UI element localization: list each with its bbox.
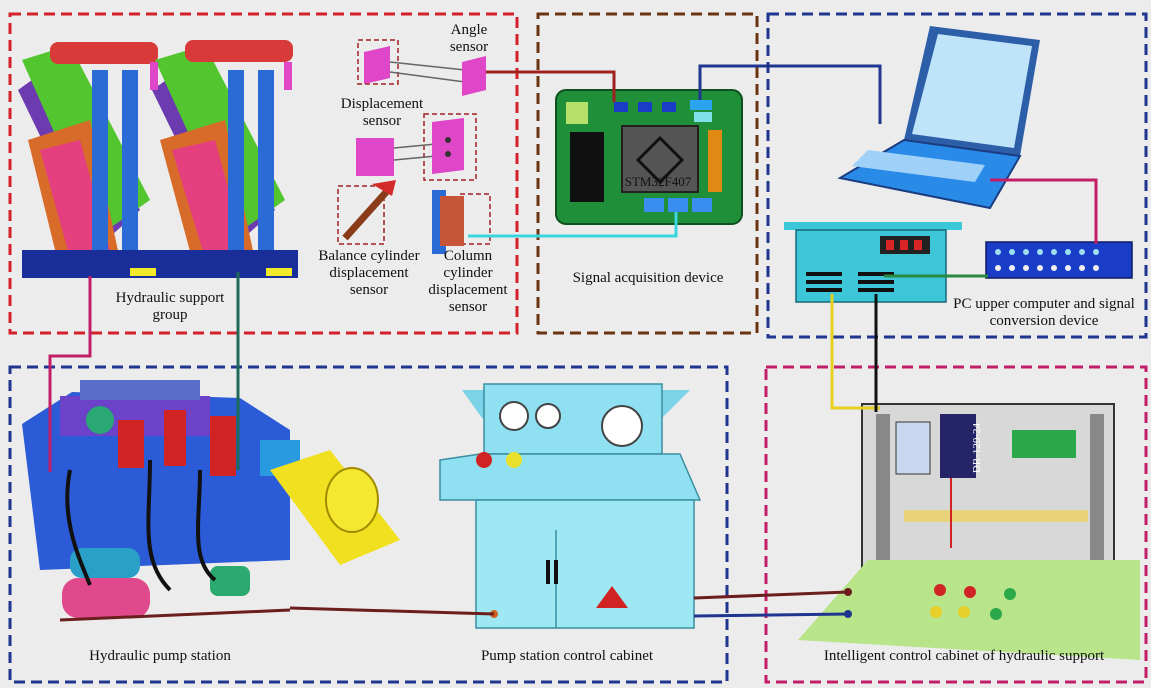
pump-station-image <box>22 380 300 620</box>
label-pc-upper: PC upper computer and signal conversion … <box>944 296 1144 330</box>
intelligent-cabinet-image: DR-120-24 <box>798 404 1140 660</box>
label-intelligent-cabinet: Intelligent control cabinet of hydraulic… <box>786 648 1142 665</box>
wire-converter-to-cabinet-1 <box>832 294 880 408</box>
balance-cylinder-graphic <box>338 180 396 244</box>
pump-cabinet-image <box>440 384 700 628</box>
signal-converter-strip <box>986 242 1132 278</box>
psu-label: DR-120-24 <box>971 422 983 473</box>
chip-label: STM32F407 <box>625 174 692 189</box>
column-cylinder-graphic <box>432 190 490 254</box>
label-column-cylinder: Column cylinder displacement sensor <box>420 248 516 316</box>
hydraulic-support-group-image <box>18 40 298 278</box>
wire-pump-to-cabinet <box>290 608 494 614</box>
label-displacement-sensor: Displacement sensor <box>326 96 438 130</box>
label-angle-sensor: Angle sensor <box>432 22 506 56</box>
acquisition-board: STM32F407 <box>556 90 742 224</box>
wire-laptop-to-converter <box>990 180 1096 244</box>
label-pump-station: Hydraulic pump station <box>60 648 260 665</box>
label-hydraulic-support-group: Hydraulic support group <box>108 290 232 324</box>
label-signal-acquisition: Signal acquisition device <box>548 270 748 287</box>
label-pump-cabinet: Pump station control cabinet <box>452 648 682 665</box>
label-balance-cylinder: Balance cylinder displacement sensor <box>314 248 424 299</box>
wire-cabinet-blue <box>694 614 848 616</box>
wire-cabinet-red <box>694 592 848 598</box>
converter-box <box>784 222 962 302</box>
